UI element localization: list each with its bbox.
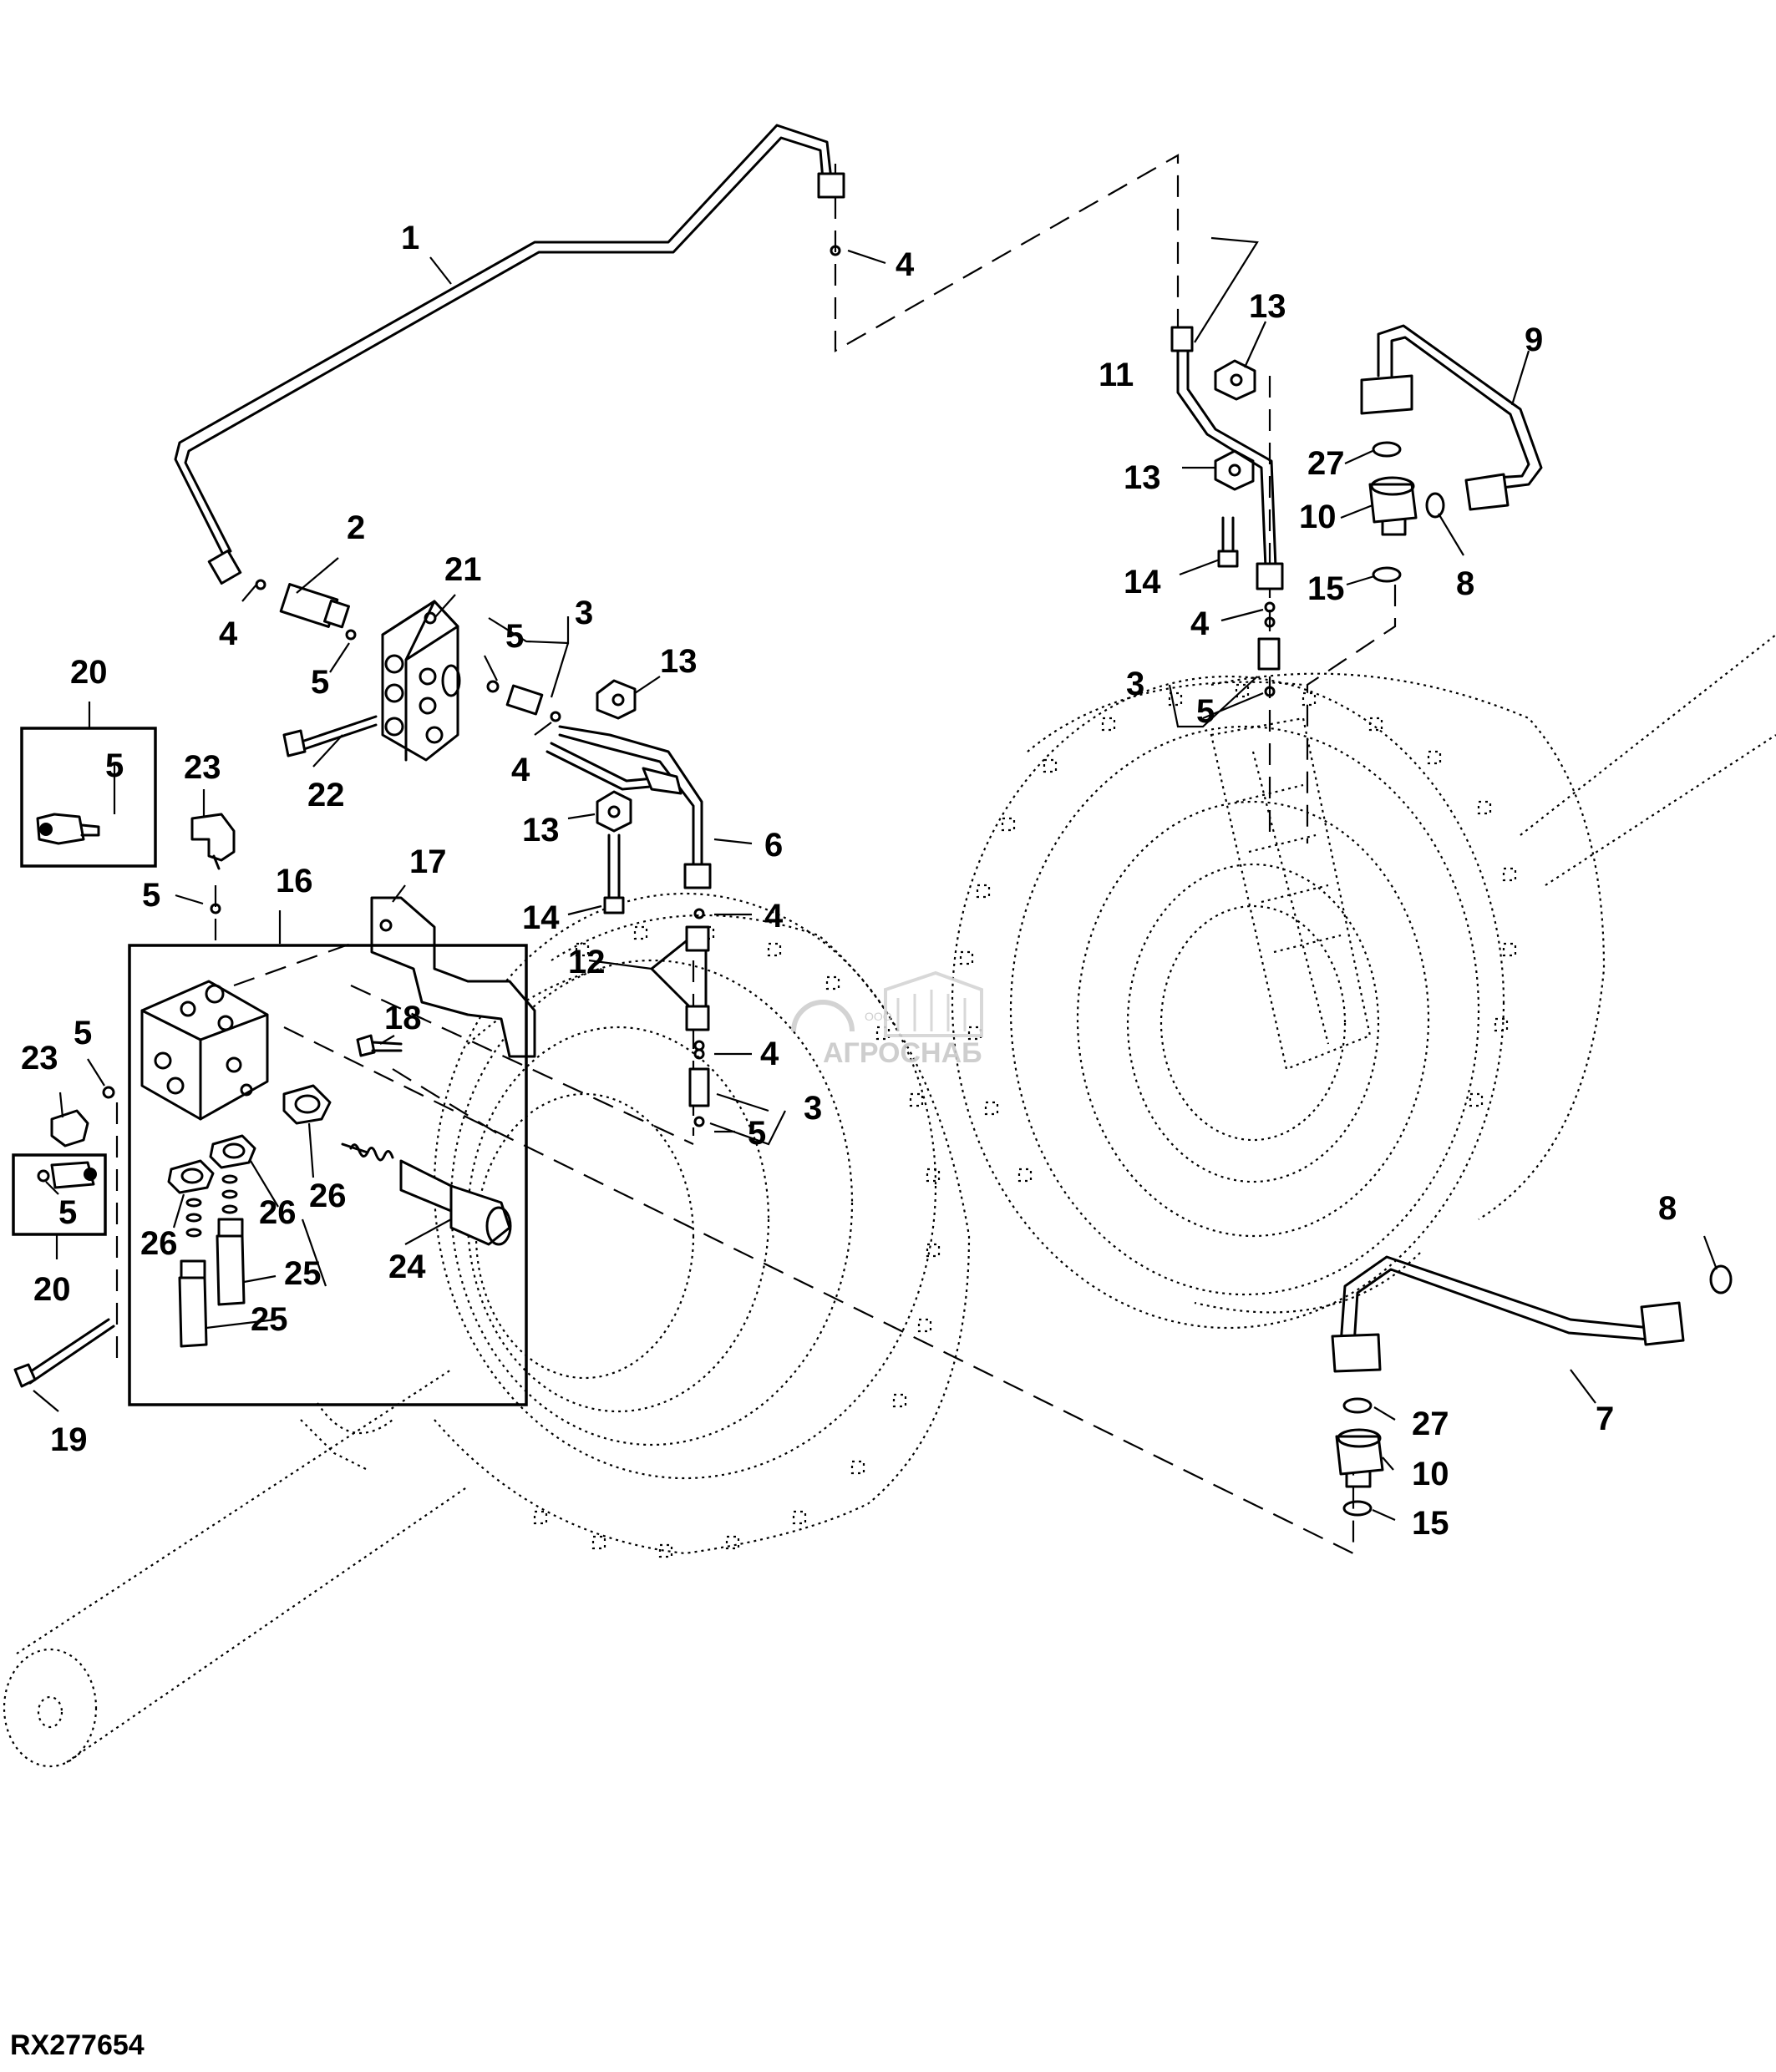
hydraulic-line-1 — [174, 124, 845, 585]
callout-6: 6 — [764, 827, 783, 864]
hydraulic-line-7 — [1331, 1255, 1733, 1414]
leader-lines — [33, 236, 1718, 1522]
callout-26: 26 — [140, 1225, 178, 1262]
hydraulic-line-9 — [1360, 324, 1543, 583]
sensor-20-upper — [20, 727, 157, 868]
watermark-logo: ООО АГРОСНАБ — [791, 970, 983, 1069]
bolt-18 — [356, 1034, 403, 1057]
callout-27: 27 — [1307, 445, 1345, 482]
callout-13: 13 — [660, 643, 698, 680]
callout-3: 3 — [575, 595, 593, 631]
callout-4: 4 — [764, 898, 784, 935]
bolt-19 — [13, 1318, 115, 1388]
callout-7: 7 — [1596, 1401, 1614, 1437]
callout-4: 4 — [219, 616, 238, 652]
callout-23: 23 — [184, 749, 221, 786]
callout-3: 3 — [1126, 666, 1144, 702]
callout-10: 10 — [1299, 499, 1337, 535]
callout-27: 27 — [1412, 1406, 1449, 1442]
callout-24: 24 — [388, 1249, 426, 1285]
callout-5: 5 — [748, 1115, 766, 1152]
callout-13: 13 — [522, 812, 560, 849]
adapter-10-upper — [1368, 476, 1418, 536]
callout-25: 25 — [251, 1301, 288, 1338]
callout-9: 9 — [1525, 322, 1543, 358]
callout-21: 21 — [444, 551, 482, 588]
elbow-23-lower — [50, 1086, 115, 1147]
callout-19: 19 — [50, 1421, 88, 1458]
hydraulic-line-6 — [545, 725, 712, 889]
callout-18: 18 — [384, 1000, 422, 1036]
callout-15: 15 — [1307, 570, 1345, 607]
callout-13: 13 — [1249, 288, 1286, 325]
callout-5: 5 — [311, 664, 329, 701]
callout-16: 16 — [276, 863, 313, 899]
callout-4: 4 — [896, 246, 915, 283]
left-hub-bolt-ring — [533, 925, 941, 1558]
callout-8: 8 — [1658, 1190, 1677, 1227]
callout-5: 5 — [74, 1015, 92, 1051]
callout-5: 5 — [142, 877, 160, 914]
callout-26: 26 — [309, 1178, 347, 1214]
callout-23: 23 — [21, 1040, 58, 1077]
fitting-2 — [279, 583, 350, 629]
callout-11: 11 — [1099, 357, 1134, 393]
callout-10: 10 — [1412, 1456, 1449, 1492]
callout-5: 5 — [1196, 693, 1215, 730]
callout-26: 26 — [259, 1194, 297, 1231]
callout-4: 4 — [760, 1036, 779, 1072]
callout-8: 8 — [1456, 565, 1474, 602]
clamp-13 — [596, 359, 1256, 833]
callout-13: 13 — [1124, 459, 1161, 496]
figure-reference-code: RX277654 — [10, 2029, 145, 2061]
callout-20: 20 — [33, 1271, 71, 1308]
callout-4: 4 — [1190, 605, 1210, 642]
callout-1: 1 — [401, 220, 419, 256]
fitting-3-lower — [688, 908, 710, 1127]
callout-25: 25 — [284, 1255, 322, 1292]
hydraulic-line-11 — [1170, 326, 1284, 697]
watermark-small-text: ООО — [865, 1010, 892, 1023]
callout-4: 4 — [511, 752, 530, 788]
callout-15: 15 — [1412, 1505, 1449, 1542]
callout-14: 14 — [1124, 564, 1161, 600]
callout-14: 14 — [522, 899, 560, 936]
callout-5: 5 — [105, 747, 124, 784]
tee-fitting-12 — [650, 925, 710, 1031]
callout-3: 3 — [804, 1090, 822, 1127]
callout-2: 2 — [347, 509, 365, 546]
elbow-23-upper — [190, 813, 236, 914]
valve-assembly-16 — [128, 944, 528, 1406]
callout-22: 22 — [307, 777, 345, 813]
right-hub-bolt-ring — [959, 683, 1517, 1183]
axle-housing-outline — [3, 634, 1776, 1768]
watermark-text: АГРОСНАБ — [823, 1037, 982, 1069]
callout-12: 12 — [568, 944, 606, 980]
assembly-dashed-lines — [115, 154, 1397, 1555]
bolt-14 — [603, 516, 1239, 914]
fitting-3-upper — [486, 680, 561, 722]
callout-labels: 1 4 2 4 21 5 5 3 4 22 13 13 6 14 4 12 4 … — [21, 220, 1677, 1542]
callout-17: 17 — [409, 843, 447, 880]
bolt-22 — [282, 715, 378, 757]
bracket-17 — [370, 896, 536, 1058]
callout-5: 5 — [505, 618, 524, 655]
sensor-20-lower — [12, 1153, 107, 1236]
adapter-10-lower — [1335, 1428, 1384, 1517]
o-ring-set — [255, 245, 1276, 641]
manifold-block-21 — [381, 600, 461, 762]
callout-20: 20 — [70, 654, 108, 691]
callout-5: 5 — [58, 1194, 77, 1231]
